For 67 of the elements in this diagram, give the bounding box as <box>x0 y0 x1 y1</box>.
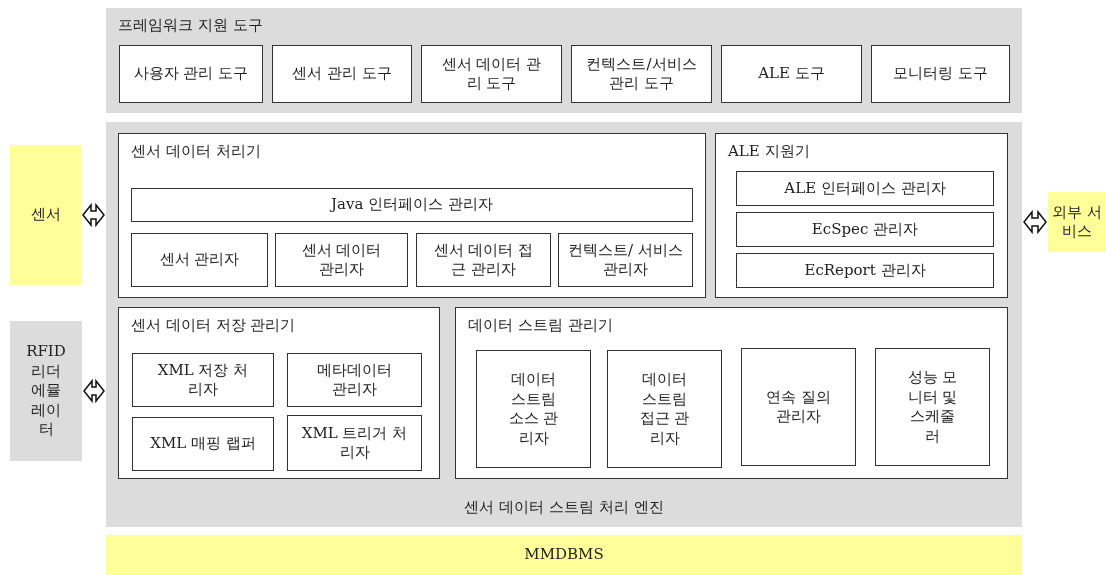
node-label: RFID 리더 에뮬레이터 <box>25 341 67 441</box>
node-label: EcReport 관리자 <box>803 259 927 281</box>
node-label: Java 인터페이스 관리자 <box>328 194 494 216</box>
component-box <box>131 188 693 222</box>
component-box <box>607 350 722 468</box>
group-title: 센서 데이터 처리기 <box>131 142 261 162</box>
node-label: EcSpec 관리자 <box>810 218 920 240</box>
node-label: 모니터링 도구 <box>892 63 989 85</box>
component-box <box>287 353 422 407</box>
external-box <box>1048 192 1106 252</box>
node-label: 컨텍스트/서비스 관리 도구 <box>585 53 698 94</box>
component-box <box>132 353 274 407</box>
node-label: ALE 인터페이스 관리자 <box>783 177 947 199</box>
component-box <box>736 253 994 288</box>
node-label: XML 매핑 랩퍼 <box>149 433 257 455</box>
component-box <box>736 171 994 206</box>
node-label: 외부 서비스 <box>1051 201 1103 242</box>
toolbar-panel <box>106 8 1022 113</box>
tool-box <box>421 45 562 103</box>
component-box <box>131 233 268 287</box>
tool-box <box>871 45 1010 103</box>
group-title: 프레임워크 지원 도구 <box>118 16 263 36</box>
component-box <box>736 212 994 247</box>
node-label: 센서 데이터 관리 도구 <box>440 53 543 94</box>
tool-box <box>119 45 263 103</box>
component-box <box>416 233 551 287</box>
external-box <box>10 145 81 285</box>
component-box <box>275 233 408 287</box>
component-box <box>875 348 990 466</box>
tool-box <box>272 45 412 103</box>
node-label: 메타데이터 관리자 <box>316 359 393 400</box>
component-box <box>132 417 274 471</box>
double-arrow <box>1023 209 1047 235</box>
component-box <box>741 348 856 466</box>
module-box <box>455 307 1008 479</box>
component-box <box>287 415 422 471</box>
module-box <box>118 307 440 479</box>
node-label: 사용자 관리 도구 <box>132 63 250 85</box>
group-title: 데이터 스트림 관리기 <box>468 316 613 336</box>
external-box <box>10 321 82 461</box>
node-label: 센서 관리 도구 <box>291 63 393 85</box>
node-label: 데이터 스트림 소스 관리자 <box>507 369 560 449</box>
group-title: ALE 지원기 <box>728 142 810 162</box>
node-label: 컨텍스트/ 서비스 관리자 <box>567 239 684 280</box>
double-arrow <box>82 202 105 228</box>
tool-box <box>571 45 712 103</box>
group-title: 센서 데이터 스트림 처리 엔진 <box>463 497 665 517</box>
component-box <box>476 350 591 468</box>
node-label: XML 트리거 처리자 <box>300 422 409 463</box>
double-arrow <box>83 378 105 404</box>
engine-panel <box>106 122 1022 527</box>
node-label: 성능 모니터 및 스케줄러 <box>906 367 959 447</box>
node-label: 센서 데이터 관리자 <box>300 239 383 280</box>
module-box <box>118 133 706 298</box>
database-bar <box>106 535 1022 575</box>
node-label: ALE 도구 <box>757 63 826 85</box>
group-title: 센서 데이터 저장 관리기 <box>131 316 296 336</box>
node-label: 센서 <box>29 204 62 226</box>
component-box <box>558 233 693 287</box>
node-label: 센서 데이터 접근 관리자 <box>432 239 535 280</box>
node-label: 센서 관리자 <box>158 249 241 271</box>
module-box <box>715 133 1008 298</box>
node-label: MMDBMS <box>523 544 605 566</box>
tool-box <box>721 45 862 103</box>
node-label: 데이터 스트림 접근 관리자 <box>638 369 691 449</box>
node-label: XML 저장 처리자 <box>156 359 250 400</box>
node-label: 연속 질의 관리자 <box>765 386 832 427</box>
